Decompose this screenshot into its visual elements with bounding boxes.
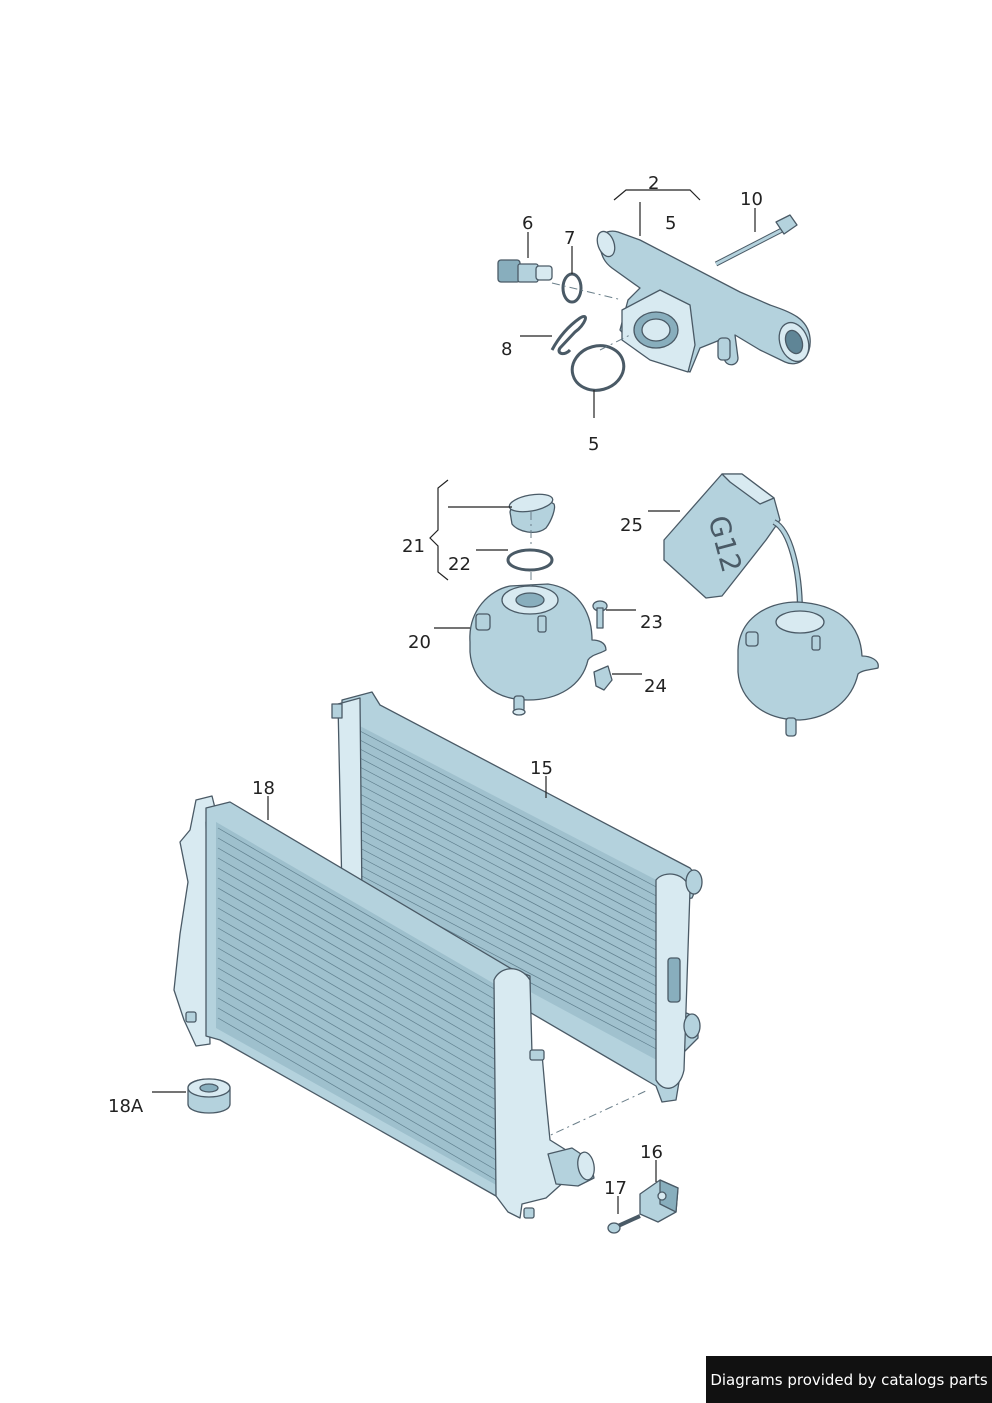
callout-7: 7 [564, 228, 575, 249]
expansion-tank-20 [469, 583, 607, 701]
fin-line [217, 987, 497, 1151]
fin-line [357, 873, 663, 1035]
callout-17: 17 [604, 1178, 627, 1199]
callout-25: 25 [620, 515, 643, 536]
fin-line [357, 783, 663, 945]
fin-line [357, 855, 663, 1017]
fin-line [217, 827, 497, 991]
fin-line [217, 1017, 497, 1181]
fin-line [357, 747, 663, 909]
fin-line [357, 864, 663, 1026]
clip-8 [550, 315, 587, 356]
fin-line [217, 977, 497, 1141]
fin-line [217, 1007, 497, 1171]
fin-line [217, 947, 497, 1111]
fin-line [357, 819, 663, 981]
callout-18: 18 [252, 778, 275, 799]
o-ring-5 [570, 344, 626, 392]
temperature-sensor-6 [497, 259, 553, 283]
bolt-10 [714, 214, 798, 267]
bracket-16: 16 [639, 1142, 679, 1223]
callout-23: 23 [640, 612, 663, 633]
callout-18a: 18A [108, 1096, 144, 1117]
fin-line [217, 927, 497, 1091]
fin-line [217, 857, 497, 1021]
callout-16: 16 [640, 1142, 663, 1163]
callout-21: 21 [402, 536, 425, 557]
expansion-tank-group: 21 22 20 23 24 [402, 479, 667, 716]
callout-2: 2 [648, 173, 659, 194]
fin-line [217, 897, 497, 1061]
fin-line [217, 967, 497, 1131]
fin-line [357, 801, 663, 963]
fin-line [217, 867, 497, 1031]
intercooler-18-fins [217, 827, 497, 1181]
fin-line [357, 810, 663, 972]
fin-line [357, 774, 663, 936]
callout-10: 10 [740, 189, 763, 210]
callout-24: 24 [644, 676, 667, 697]
fin-line [357, 792, 663, 954]
callout-22: 22 [448, 554, 471, 575]
seal-22 [506, 548, 554, 572]
callout-15: 15 [530, 758, 553, 779]
callout-5-top: 5 [665, 213, 676, 234]
screw-23 [592, 600, 608, 629]
radiator-15-fins [357, 729, 663, 1053]
fin-line [357, 765, 663, 927]
fin-line [357, 828, 663, 990]
callout-8: 8 [501, 339, 512, 360]
fin-line [217, 997, 497, 1161]
fin-line [357, 837, 663, 999]
radiator-15: 15 [331, 691, 703, 1103]
callout-5-bottom: 5 [588, 434, 599, 455]
fin-line [217, 877, 497, 1041]
credit-banner: Diagrams provided by catalogs parts [706, 1356, 992, 1403]
fin-line [217, 887, 497, 1051]
screw-17: 17 [604, 1178, 641, 1234]
rubber-mount-18a: 18A [108, 1078, 231, 1117]
fin-line [217, 837, 497, 1001]
coolant-g12-group: G12 25 [620, 473, 879, 737]
coolant-flange-group: 2 5 10 6 7 8 5 [497, 173, 811, 455]
clip-24 [593, 665, 613, 691]
fin-line [357, 729, 663, 891]
fin-line [357, 738, 663, 900]
fin-line [217, 847, 497, 1011]
fin-line [217, 917, 497, 1081]
coolant-flange [598, 230, 811, 373]
callout-20: 20 [408, 632, 431, 653]
fin-line [217, 957, 497, 1121]
fin-line [357, 756, 663, 918]
fin-line [217, 937, 497, 1101]
intercooler-18: 18 [173, 778, 595, 1219]
callout-6: 6 [522, 213, 533, 234]
fin-line [357, 846, 663, 1008]
fin-line [217, 907, 497, 1071]
